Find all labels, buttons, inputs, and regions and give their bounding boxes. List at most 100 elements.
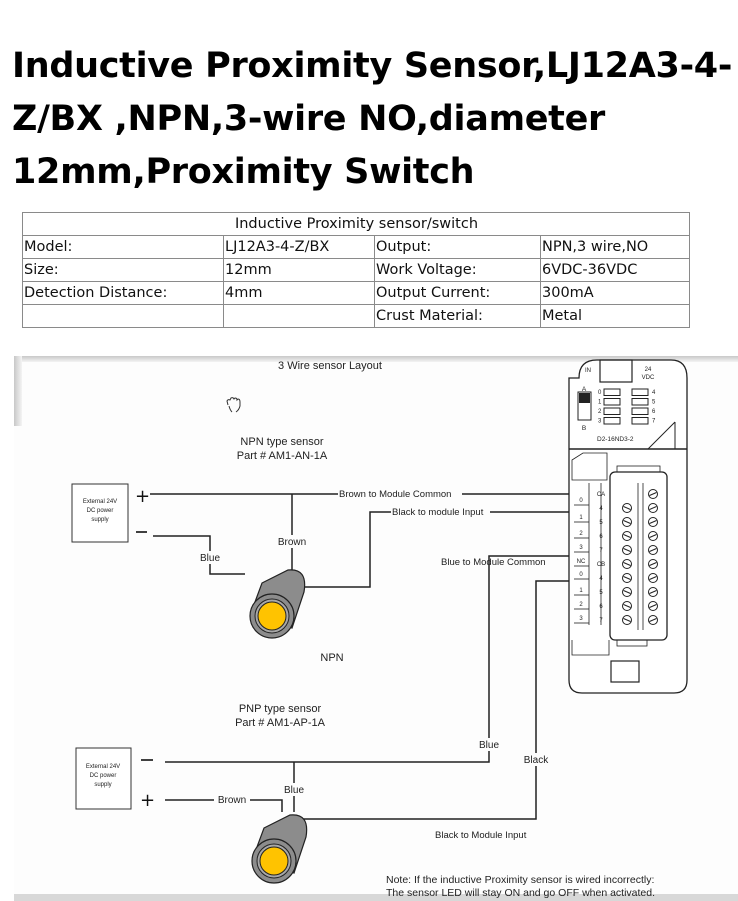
- frame-left-edge: [14, 356, 22, 426]
- spec-label: Crust Material:: [374, 304, 541, 328]
- module-vdc-label-2: VDC: [642, 375, 655, 381]
- terminal-left-label: 2: [579, 531, 583, 537]
- spec-table: Inductive Proximity sensor/switch Model:…: [22, 212, 690, 328]
- status-leds: 0 1 2 3 4 5 6 7: [598, 388, 656, 425]
- pnp-blue-to-common-wire: [165, 555, 628, 763]
- terminal-left-label: 3: [579, 616, 583, 622]
- wiring-diagram: 3 Wire sensor Layout NPN type sensor Par…: [0, 355, 738, 901]
- terminal-block: [609, 471, 668, 641]
- terminal-left-label: 3: [579, 545, 583, 551]
- led-number: 6: [652, 409, 656, 415]
- led-number: 5: [652, 400, 656, 406]
- spec-value: LJ12A3-4-Z/BX: [223, 235, 375, 259]
- pnp-part-number: Part # AM1-AP-1A: [235, 717, 326, 729]
- npn-black-wire: [304, 511, 391, 588]
- table-row: Crust Material: Metal: [22, 304, 690, 328]
- note-line-1: Note: If the inductive Proximity sensor …: [386, 874, 654, 886]
- spec-value: NPN,3 wire,NO: [540, 235, 690, 259]
- pnp-power-supply-label-2: DC power: [90, 773, 117, 779]
- spec-value: 300mA: [540, 281, 690, 305]
- npn-label: NPN: [320, 652, 343, 664]
- switch-a-label: A: [582, 386, 587, 393]
- pnp-power-supply-label-1: External 24V: [86, 764, 120, 770]
- module-top-connector: [599, 359, 633, 383]
- frame-top-edge: [14, 356, 738, 362]
- black-to-module-input-label: Black to Module Input: [435, 830, 527, 841]
- pnp-plus-terminal: +: [140, 790, 155, 811]
- pnp-brown-label: Brown: [218, 795, 246, 806]
- terminal-right-label: 7: [599, 618, 603, 624]
- terminal-left-label: 0: [579, 572, 583, 578]
- led-indicator: [631, 417, 649, 425]
- hand-cursor-icon: [226, 397, 241, 413]
- spec-value: 6VDC-36VDC: [540, 258, 690, 282]
- spec-value: [223, 304, 375, 328]
- diagram-title: 3 Wire sensor Layout: [278, 360, 382, 372]
- led-indicator: [631, 388, 649, 396]
- black-to-input-label: Black to module Input: [392, 507, 484, 518]
- spec-label: Size:: [22, 258, 224, 282]
- led-indicator: [631, 398, 649, 406]
- switch-b-label: B: [582, 425, 586, 432]
- terminal-right-label: 5: [599, 590, 603, 596]
- npn-power-supply-label-3: supply: [91, 517, 108, 523]
- terminal-right-label: 4: [599, 506, 603, 512]
- table-row: Model: LJ12A3-4-Z/BX Output: NPN,3 wire,…: [22, 235, 690, 259]
- terminal-left-label: 1: [579, 515, 583, 521]
- npn-plus-terminal: +: [135, 486, 150, 507]
- spec-label: Detection Distance:: [22, 281, 224, 305]
- terminal-right-label: CA: [597, 492, 605, 498]
- led-number: 0: [598, 390, 602, 396]
- led-number: 3: [598, 419, 602, 425]
- pnp-power-supply: [75, 747, 132, 810]
- terminal-right-label: 6: [599, 534, 603, 540]
- led-indicator: [603, 398, 621, 406]
- npn-part-number: Part # AM1-AN-1A: [237, 450, 328, 462]
- led-indicator: [631, 407, 649, 415]
- terminal-left-label: NC: [577, 559, 586, 565]
- npn-power-supply: [71, 483, 129, 543]
- spec-label: Output:: [374, 235, 541, 259]
- led-number: 7: [652, 419, 656, 425]
- module-in-label: IN: [585, 368, 591, 374]
- spec-label: Output Current:: [374, 281, 541, 305]
- terminal-left-label: 2: [579, 602, 583, 608]
- spec-label: [22, 304, 224, 328]
- npn-sensor: [249, 569, 306, 639]
- note-line-2: The sensor LED will stay ON and go OFF w…: [386, 887, 655, 899]
- spec-label: Model:: [22, 235, 224, 259]
- terminal-left-label: 0: [579, 498, 583, 504]
- module-vdc-label-1: 24: [645, 367, 652, 373]
- led-number: 4: [652, 390, 656, 396]
- spec-table-header-row: Inductive Proximity sensor/switch: [22, 212, 690, 236]
- terminal-right-label: 5: [599, 520, 603, 526]
- spec-value: 12mm: [223, 258, 375, 282]
- ab-switch[interactable]: [577, 391, 592, 421]
- led-indicator: [603, 407, 621, 415]
- terminal-right-label: 6: [599, 604, 603, 610]
- module-model-label: D2-16ND3-2: [597, 436, 634, 443]
- terminal-left-label: 1: [579, 588, 583, 594]
- blue-to-common-label: Blue to Module Common: [441, 557, 546, 568]
- led-number: 1: [598, 400, 602, 406]
- npn-power-supply-label-2: DC power: [87, 508, 114, 514]
- npn-brown-label: Brown: [278, 537, 306, 548]
- npn-blue-label: Blue: [200, 553, 220, 564]
- spec-table-header: Inductive Proximity sensor/switch: [22, 212, 690, 236]
- frame-bottom-edge: [14, 894, 738, 901]
- pnp-black-label: Black: [524, 755, 549, 766]
- pnp-sensor-face: [259, 846, 289, 876]
- table-row: Detection Distance: 4mm Output Current: …: [22, 281, 690, 305]
- spec-label: Work Voltage:: [374, 258, 541, 282]
- terminal-right-label: CB: [597, 562, 605, 568]
- pnp-sensor: [251, 814, 308, 884]
- pnp-heading: PNP type sensor: [239, 703, 322, 715]
- page-title: Inductive Proximity Sensor,LJ12A3-4-Z/BX…: [12, 46, 733, 192]
- led-number: 2: [598, 409, 602, 415]
- pnp-brown-wire: [165, 799, 283, 812]
- module-bottom-latch: [610, 660, 640, 683]
- pnp-blue-module-label: Blue: [479, 740, 499, 751]
- spec-value: Metal: [540, 304, 690, 328]
- led-indicator: [603, 388, 621, 396]
